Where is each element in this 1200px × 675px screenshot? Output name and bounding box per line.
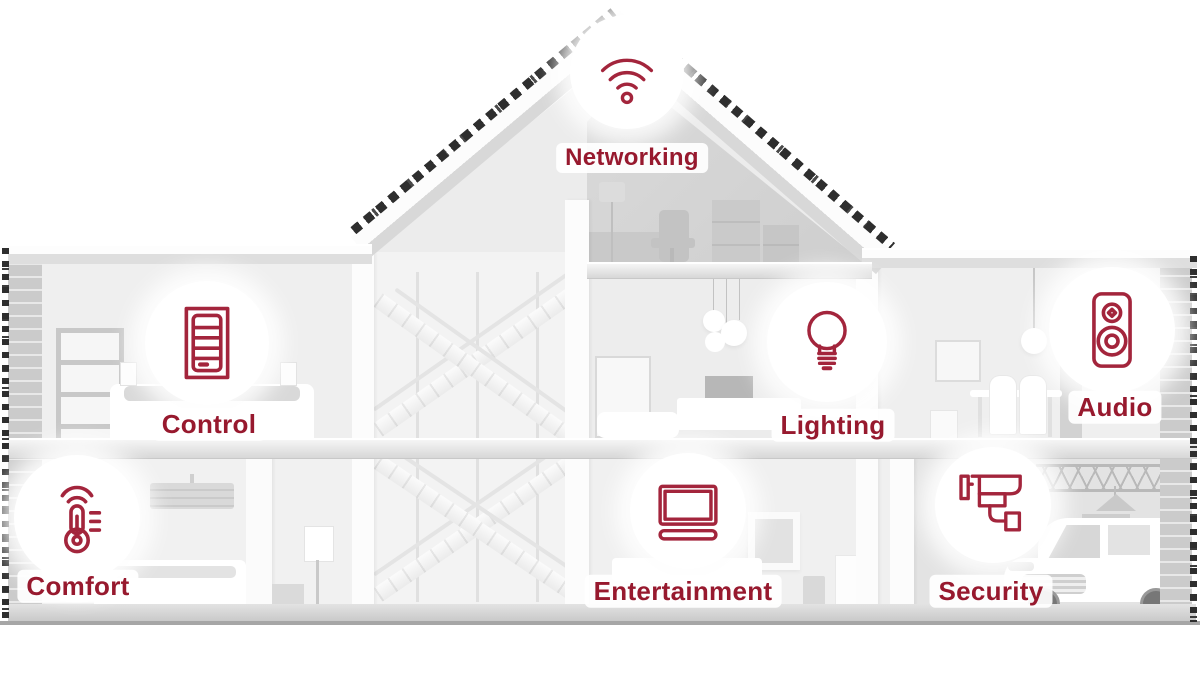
stair-window-mullion bbox=[476, 272, 479, 602]
keypad-icon bbox=[184, 306, 230, 380]
mid-floor bbox=[8, 438, 1197, 459]
stair-window-mullion bbox=[416, 272, 419, 602]
ac-unit bbox=[150, 483, 234, 509]
chair bbox=[990, 376, 1016, 434]
cabinet bbox=[272, 584, 304, 607]
networking-label[interactable]: Networking bbox=[556, 143, 708, 173]
lamp-stem bbox=[1114, 486, 1116, 496]
nightstand-lamp bbox=[120, 362, 137, 386]
nightstand-lamp bbox=[280, 362, 297, 386]
control-label[interactable]: Control bbox=[152, 407, 266, 441]
floor-lamp-shade bbox=[304, 526, 334, 562]
sofa bbox=[597, 412, 679, 438]
pendant-stem bbox=[739, 278, 740, 320]
security-label[interactable]: Security bbox=[929, 574, 1053, 608]
stairwell-left-wall bbox=[352, 252, 374, 607]
pendant-stem bbox=[713, 278, 714, 316]
foundation bbox=[8, 604, 1196, 622]
plant-pot bbox=[803, 576, 825, 607]
attic-floor bbox=[587, 262, 872, 279]
tv-icon bbox=[658, 484, 718, 541]
entertainment-label[interactable]: Entertainment bbox=[584, 574, 782, 608]
roof-truss bbox=[1036, 464, 1188, 492]
pendant-stem bbox=[726, 278, 727, 326]
speaker-icon bbox=[1092, 292, 1132, 368]
pendant-stem bbox=[1033, 264, 1035, 330]
floor-lamp-pole bbox=[316, 560, 319, 606]
tv-screen bbox=[705, 376, 753, 398]
pendant-globe bbox=[703, 310, 725, 332]
pendant-globe bbox=[1021, 328, 1047, 354]
stairwell-right-wall bbox=[565, 200, 589, 607]
left-wall-edge-texture bbox=[2, 248, 9, 622]
thermometer-icon bbox=[60, 485, 102, 554]
attic-chair-pole bbox=[670, 248, 674, 264]
entertainment-hotspot[interactable] bbox=[630, 453, 746, 569]
lighting-label[interactable]: Lighting bbox=[771, 408, 895, 442]
cone-lamp bbox=[1096, 494, 1136, 511]
attic-lamp-shade bbox=[599, 182, 625, 202]
garage-wall bbox=[890, 456, 914, 607]
chair bbox=[1020, 376, 1046, 434]
networking-hotspot[interactable] bbox=[570, 15, 684, 129]
car-side-window bbox=[1108, 525, 1150, 555]
ground-line bbox=[0, 621, 1200, 625]
audio-label[interactable]: Audio bbox=[1068, 390, 1162, 424]
comfort-hotspot[interactable] bbox=[14, 455, 140, 581]
attic-chair-seat bbox=[651, 238, 695, 248]
security-hotspot[interactable] bbox=[935, 447, 1051, 563]
wall-frame bbox=[935, 340, 981, 382]
closet-wall bbox=[246, 456, 272, 607]
lightbulb-icon bbox=[807, 310, 847, 371]
comfort-label[interactable]: Comfort bbox=[17, 569, 139, 603]
attic-boxes bbox=[712, 200, 760, 268]
control-hotspot[interactable] bbox=[145, 281, 269, 405]
stool bbox=[930, 410, 958, 440]
attic-lamp-pole bbox=[611, 202, 613, 268]
stair-window-mullion bbox=[536, 272, 539, 602]
ac-mount bbox=[190, 474, 194, 484]
left-wing-roof bbox=[8, 244, 372, 264]
pendant-globe bbox=[721, 320, 747, 346]
attic-boxes bbox=[763, 225, 799, 268]
table-leg bbox=[1048, 397, 1052, 437]
pendant-globe bbox=[705, 332, 725, 352]
right-wall-edge-texture bbox=[1190, 256, 1197, 622]
attic-chair-back bbox=[659, 210, 689, 262]
right-wing-roof bbox=[862, 248, 1197, 268]
table-leg bbox=[978, 397, 982, 437]
wifi-icon bbox=[600, 58, 654, 105]
car-headlight bbox=[1008, 562, 1034, 571]
lighting-hotspot[interactable] bbox=[767, 282, 887, 402]
cctv-camera-icon bbox=[959, 474, 1022, 532]
dining-table bbox=[970, 390, 1062, 397]
audio-hotspot[interactable] bbox=[1049, 267, 1175, 393]
